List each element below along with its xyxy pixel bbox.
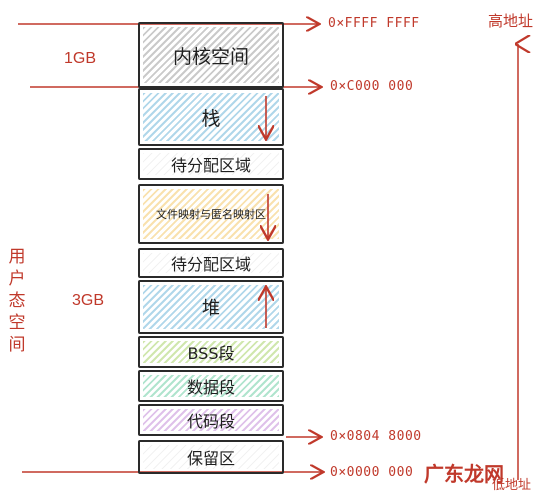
segment-label: 待分配区域 xyxy=(170,156,251,175)
user-space-char: 态 xyxy=(8,291,26,311)
segment-fill xyxy=(143,285,279,329)
user-space-char: 空 xyxy=(8,313,26,333)
segment-fill xyxy=(143,153,279,175)
segment-heap: 堆 xyxy=(138,280,284,334)
segment-fill xyxy=(143,253,279,273)
segment-kernel-space: 内核空间 xyxy=(138,22,284,88)
segment-label: 代码段 xyxy=(186,412,235,431)
watermark-text: 广东龙网 xyxy=(424,462,504,486)
address-code-start: 0×0804 8000 xyxy=(330,429,422,444)
segment-label: 栈 xyxy=(201,107,221,130)
segment-label: 保留区 xyxy=(186,449,235,468)
segment-free-area-upper: 待分配区域 xyxy=(138,148,284,180)
segment-file-and-anonymous-mapping: 文件映射与匿名映射区 xyxy=(138,184,284,244)
address-top: 0×FFFF FFFF xyxy=(328,16,420,31)
segment-label: 内核空间 xyxy=(172,45,249,68)
segment-label: 堆 xyxy=(202,298,220,319)
segment-stack: 栈 xyxy=(138,88,284,146)
user-size-label: 3GB xyxy=(72,292,105,309)
address-kernel-boundary: 0×C000 000 xyxy=(330,79,414,94)
segment-fill xyxy=(143,27,279,83)
user-space-vertical-label: 用 户 态 空 间 xyxy=(6,246,28,356)
segment-fill xyxy=(143,189,279,239)
segment-data: 数据段 xyxy=(138,370,284,402)
segment-bss: BSS段 xyxy=(138,336,284,368)
segment-fill xyxy=(143,409,279,431)
segment-fill xyxy=(143,341,279,363)
segment-label: 数据段 xyxy=(186,378,235,397)
user-space-char: 用 xyxy=(8,247,26,267)
user-space-char: 间 xyxy=(8,335,26,355)
segment-label: 待分配区域 xyxy=(170,255,251,274)
segment-reserved: 保留区 xyxy=(138,440,284,474)
segment-fill xyxy=(143,93,279,141)
high-address-label: 高地址 xyxy=(488,13,534,30)
kernel-size-label: 1GB xyxy=(64,50,97,67)
address-bottom: 0×0000 000 xyxy=(330,465,414,480)
segment-free-area-lower: 待分配区域 xyxy=(138,248,284,278)
low-address-label: 低地址 xyxy=(492,477,532,492)
segment-label: 文件映射与匿名映射区 xyxy=(156,208,266,221)
segment-label: BSS段 xyxy=(187,344,235,363)
segment-fill xyxy=(143,375,279,397)
segment-fill xyxy=(143,445,279,469)
segment-code: 代码段 xyxy=(138,404,284,436)
user-space-char: 户 xyxy=(8,269,26,289)
